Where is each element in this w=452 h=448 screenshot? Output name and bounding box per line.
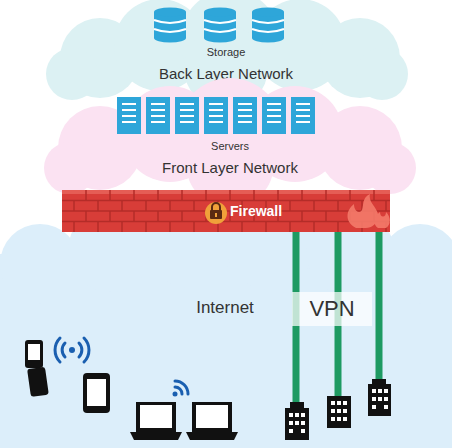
building-icons: [285, 379, 391, 440]
group-label: Servers: [40, 140, 420, 152]
node-label: Firewall: [230, 203, 282, 219]
storage-icons: [154, 8, 284, 43]
wireless-signal: [55, 338, 188, 397]
vpn-box: VPN: [292, 292, 372, 326]
lock-icon: [205, 202, 227, 224]
server-icons: [117, 97, 315, 134]
node-label: Internet: [170, 298, 280, 318]
network-cloud: Internet VPN: [0, 222, 452, 448]
device-icons: [25, 340, 238, 440]
flame-icon: [348, 194, 390, 228]
cloud-shape: [0, 222, 452, 448]
firewall-brick: [62, 190, 390, 232]
node-label: Front Layer Network: [40, 159, 420, 176]
vpn-lines: [296, 226, 379, 408]
node-label: VPN: [292, 294, 372, 324]
firewall-band: Firewall: [62, 190, 390, 232]
network-cloud: ServersFront Layer Network: [40, 86, 420, 198]
group-label: Storage: [30, 46, 422, 58]
